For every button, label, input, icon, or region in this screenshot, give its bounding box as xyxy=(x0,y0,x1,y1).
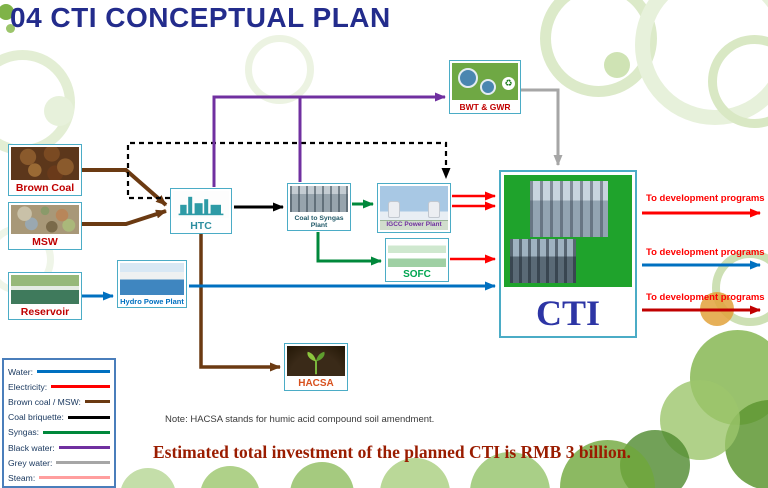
decor-circle xyxy=(708,35,768,128)
legend: Water: Electricity: Brown coal / MSW: Co… xyxy=(2,358,116,488)
node-hacsa: HACSA xyxy=(284,343,348,391)
node-label: Brown Coal xyxy=(9,181,81,195)
node-brown-coal: Brown Coal xyxy=(8,144,82,196)
node-coal-to-syngas: Coal to Syngas Plant xyxy=(287,183,351,231)
node-label: BWT & GWR xyxy=(450,102,520,113)
node-igcc: IGCC Power Plant xyxy=(377,183,451,233)
arrow-msw-to-htc xyxy=(82,209,167,226)
arrow-syngas-to-sofc xyxy=(316,232,382,266)
legend-label: Grey water: xyxy=(8,457,53,468)
cti-plant-photo-1 xyxy=(530,181,608,237)
clarifier-pool xyxy=(458,68,478,88)
decor-circle xyxy=(245,35,314,104)
decor-circle xyxy=(120,468,176,488)
legend-swatch xyxy=(84,400,110,404)
output-label-3: To development programs xyxy=(646,292,765,303)
legend-label: Steam: xyxy=(8,472,36,483)
bwt-photo: ♻ xyxy=(452,63,518,101)
legend-label: Coal briquette: xyxy=(8,412,64,423)
legend-row-brown-coal: Brown coal / MSW: xyxy=(8,394,110,409)
decor-circle xyxy=(0,4,14,20)
cooling-tower xyxy=(388,201,400,218)
hydro-plant-photo xyxy=(120,263,184,296)
legend-row-grey-water: Grey water: xyxy=(8,455,110,470)
node-label: Reservoir xyxy=(9,305,81,319)
arrow-briquette-dashed xyxy=(126,141,451,200)
legend-swatch xyxy=(58,446,110,450)
legend-swatch xyxy=(51,385,110,389)
recycle-icon: ♻ xyxy=(502,77,515,90)
legend-row-syngas: Syngas: xyxy=(8,425,110,440)
decor-circle xyxy=(712,250,768,326)
hacsa-seedling-photo xyxy=(287,346,345,376)
arrow-browncoal-to-htc xyxy=(82,168,168,207)
cti-title: CTI xyxy=(535,293,601,333)
node-sofc: SOFC xyxy=(385,238,449,282)
arrow-blackwater-to-bwt xyxy=(212,92,446,187)
legend-swatch xyxy=(56,461,110,465)
legend-label: Syngas: xyxy=(8,427,40,438)
decor-circle xyxy=(200,466,260,488)
investment-statement: Estimated total investment of the planne… xyxy=(153,442,631,462)
legend-row-coal-briquette: Coal briquette: xyxy=(8,410,110,425)
sofc-photo xyxy=(388,241,446,267)
brown-coal-photo xyxy=(11,147,79,180)
sprout-icon xyxy=(307,351,325,374)
page-title: 04 CTI CONCEPTUAL PLAN xyxy=(10,2,391,33)
decor-circle xyxy=(6,24,15,33)
legend-label: Electricity: xyxy=(8,381,48,392)
node-reservoir: Reservoir xyxy=(8,272,82,320)
node-bwt-gwr: ♻ BWT & GWR xyxy=(449,60,521,114)
factory-icon xyxy=(178,197,224,216)
legend-label: Brown coal / MSW: xyxy=(8,396,81,407)
node-msw: MSW xyxy=(8,202,82,250)
cti-photo-collage xyxy=(504,175,632,287)
decor-circle xyxy=(44,96,74,126)
output-label-2: To development programs xyxy=(646,247,765,258)
clarifier-pool xyxy=(480,79,496,95)
msw-photo xyxy=(11,205,79,234)
output-label-1: To development programs xyxy=(646,193,765,204)
node-label: SOFC xyxy=(386,268,448,281)
legend-swatch xyxy=(39,476,110,480)
htc-factory-icon xyxy=(173,191,229,218)
legend-label: Black water: xyxy=(8,442,55,453)
node-htc: HTC xyxy=(170,188,232,234)
node-label: Coal to Syngas Plant xyxy=(288,213,350,230)
hacsa-note: Note: HACSA stands for humic acid compou… xyxy=(165,414,435,425)
legend-label: Water: xyxy=(8,366,33,377)
node-label: HTC xyxy=(171,219,231,233)
node-label: IGCC Power Plant xyxy=(378,221,450,230)
node-cti: CTI xyxy=(499,170,637,338)
node-label: HACSA xyxy=(285,377,347,390)
legend-swatch xyxy=(37,370,110,374)
syngas-plant-photo xyxy=(290,186,348,212)
legend-swatch xyxy=(67,415,110,419)
legend-row-steam: Steam: xyxy=(8,470,110,485)
legend-row-water: Water: xyxy=(8,364,110,379)
legend-row-black-water: Black water: xyxy=(8,440,110,455)
arrow-htc-to-hacsa xyxy=(199,234,281,372)
decor-circle xyxy=(604,52,630,78)
reservoir-photo xyxy=(11,275,79,304)
node-label: MSW xyxy=(9,235,81,249)
legend-swatch xyxy=(43,430,110,434)
legend-row-electricity: Electricity: xyxy=(8,379,110,394)
cti-plant-photo-2 xyxy=(510,239,576,283)
arrow-greywater-to-cti xyxy=(521,88,563,166)
node-hydro-plant: Hydro Powe Plant xyxy=(117,260,187,308)
node-label: Hydro Powe Plant xyxy=(118,297,186,307)
cooling-tower xyxy=(428,201,440,218)
